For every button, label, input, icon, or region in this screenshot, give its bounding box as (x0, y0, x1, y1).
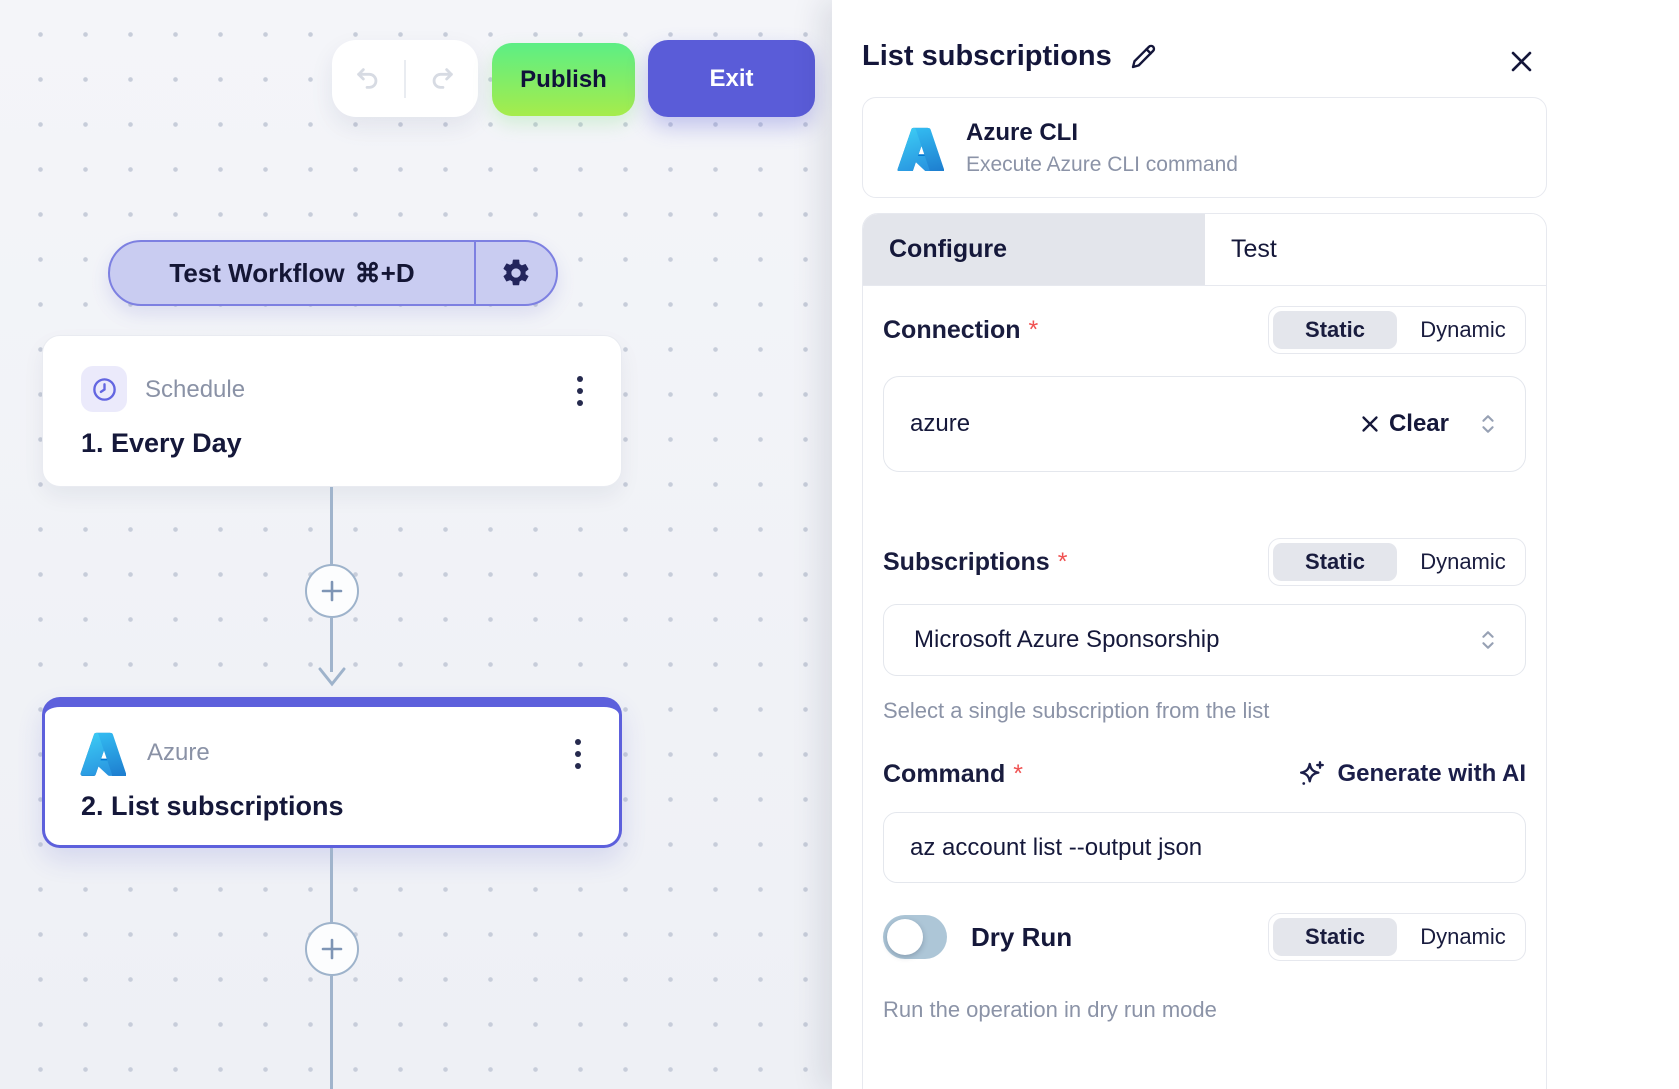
subscriptions-mode-static[interactable]: Static (1273, 543, 1397, 581)
connection-input-box[interactable]: Clear (883, 376, 1526, 472)
connector-line (330, 848, 333, 924)
plus-icon (319, 936, 345, 962)
configure-card: Configure Test Connection* Static Dynami… (862, 213, 1547, 1089)
node-app-name: Azure (147, 739, 210, 766)
connection-mode-static[interactable]: Static (1273, 311, 1397, 349)
tab-test-label: Test (1231, 235, 1277, 263)
exit-button-label: Exit (709, 64, 754, 92)
toolbar-divider (404, 59, 406, 98)
plus-icon (319, 578, 345, 604)
command-input[interactable] (910, 833, 1499, 862)
node-step-title: 2. List subscriptions (81, 791, 344, 821)
dry-run-field-row: Dry Run Static Dynamic (883, 913, 1526, 961)
toggle-knob (887, 919, 923, 955)
close-icon (1508, 48, 1535, 75)
chevron-up-down-icon[interactable] (1477, 411, 1499, 437)
app-card-text: Azure CLI Execute Azure CLI command (966, 119, 1238, 177)
required-marker: * (1057, 547, 1068, 576)
subscriptions-field-row: Subscriptions* Static Dynamic (883, 538, 1526, 586)
app-card-subtitle: Execute Azure CLI command (966, 152, 1238, 176)
connector-line (330, 976, 333, 1089)
close-panel-button[interactable] (1504, 44, 1538, 78)
test-workflow-shortcut: ⌘+D (354, 257, 415, 288)
node-schedule[interactable]: Schedule 1. Every Day (42, 335, 622, 487)
clock-icon (81, 366, 127, 412)
dry-run-mode-toggle: Static Dynamic (1268, 913, 1526, 961)
tab-bar: Configure Test (863, 214, 1546, 286)
subscriptions-help-text: Select a single subscription from the li… (883, 698, 1270, 723)
command-field-row: Command* Generate with AI (883, 750, 1526, 798)
connector-line (330, 487, 333, 566)
publish-button[interactable]: Publish (492, 43, 635, 116)
undo-button[interactable] (332, 65, 404, 93)
dry-run-help-text: Run the operation in dry run mode (883, 997, 1217, 1022)
tab-configure[interactable]: Configure (863, 214, 1205, 285)
clear-label: Clear (1388, 410, 1449, 437)
undo-redo-group (332, 40, 478, 117)
tab-test[interactable]: Test (1205, 214, 1546, 285)
chevron-up-down-icon (1477, 627, 1499, 653)
app-summary-card: Azure CLI Execute Azure CLI command (862, 97, 1547, 198)
app-card-title: Azure CLI (966, 118, 1079, 146)
subscriptions-label: Subscriptions* (883, 547, 1068, 576)
exit-button[interactable]: Exit (648, 40, 815, 117)
workflow-canvas[interactable]: Publish Exit Test Workflow ⌘+D (0, 0, 832, 1089)
clear-x-icon (1360, 414, 1380, 434)
panel-title: List subscriptions (862, 40, 1112, 72)
connection-mode-dynamic[interactable]: Dynamic (1420, 317, 1506, 342)
connection-label: Connection* (883, 315, 1039, 344)
gear-icon (500, 257, 532, 289)
command-label: Command* (883, 759, 1023, 788)
subscriptions-mode-dynamic[interactable]: Dynamic (1420, 549, 1506, 574)
test-workflow-label-group[interactable]: Test Workflow ⌘+D (110, 258, 474, 289)
dry-run-label: Dry Run (971, 921, 1073, 952)
test-workflow-button[interactable]: Test Workflow ⌘+D (108, 240, 558, 306)
dry-run-toggle[interactable] (883, 915, 947, 959)
edit-pencil-icon[interactable] (1128, 42, 1158, 72)
add-step-button[interactable] (305, 564, 359, 618)
workflow-settings-button[interactable] (474, 242, 556, 304)
panel-header: List subscriptions (862, 40, 1158, 73)
generate-with-ai-button[interactable]: Generate with AI (1296, 759, 1526, 789)
redo-icon (428, 65, 456, 93)
required-marker: * (1028, 315, 1039, 344)
test-workflow-label: Test Workflow (169, 257, 345, 288)
connection-clear-button[interactable]: Clear (1360, 410, 1449, 438)
arrow-down-icon (317, 666, 347, 688)
generate-with-ai-label: Generate with AI (1337, 760, 1526, 787)
tab-configure-label: Configure (889, 235, 1008, 263)
subscriptions-mode-toggle: Static Dynamic (1268, 538, 1526, 586)
add-step-button[interactable] (305, 922, 359, 976)
node-app-name: Schedule (145, 376, 246, 403)
azure-logo-icon (80, 729, 126, 776)
undo-icon (354, 65, 382, 93)
connection-input[interactable] (910, 410, 1360, 438)
required-marker: * (1013, 759, 1023, 788)
dry-run-mode-static[interactable]: Static (1273, 918, 1397, 956)
dry-run-control: Dry Run (883, 915, 1072, 959)
connection-field-row: Connection* Static Dynamic (883, 306, 1526, 354)
node-menu-kebab-icon[interactable] (567, 370, 593, 412)
publish-button-label: Publish (520, 65, 607, 93)
ai-sparkle-icon (1296, 759, 1326, 789)
dry-run-mode-dynamic[interactable]: Dynamic (1420, 924, 1506, 949)
node-azure-selected[interactable]: Azure 2. List subscriptions (42, 697, 622, 848)
azure-cli-logo-icon (897, 124, 944, 171)
step-config-panel: List subscriptions (832, 0, 1679, 1089)
connection-mode-toggle: Static Dynamic (1268, 306, 1526, 354)
redo-button[interactable] (406, 65, 478, 93)
node-menu-kebab-icon[interactable] (565, 733, 591, 775)
command-input-box[interactable] (883, 812, 1526, 883)
connector-line (330, 618, 333, 672)
subscriptions-select-value: Microsoft Azure Sponsorship (914, 626, 1220, 653)
node-step-title: 1. Every Day (81, 428, 242, 458)
configure-form: Connection* Static Dynamic (863, 306, 1546, 1023)
subscriptions-select[interactable]: Microsoft Azure Sponsorship (883, 604, 1526, 676)
